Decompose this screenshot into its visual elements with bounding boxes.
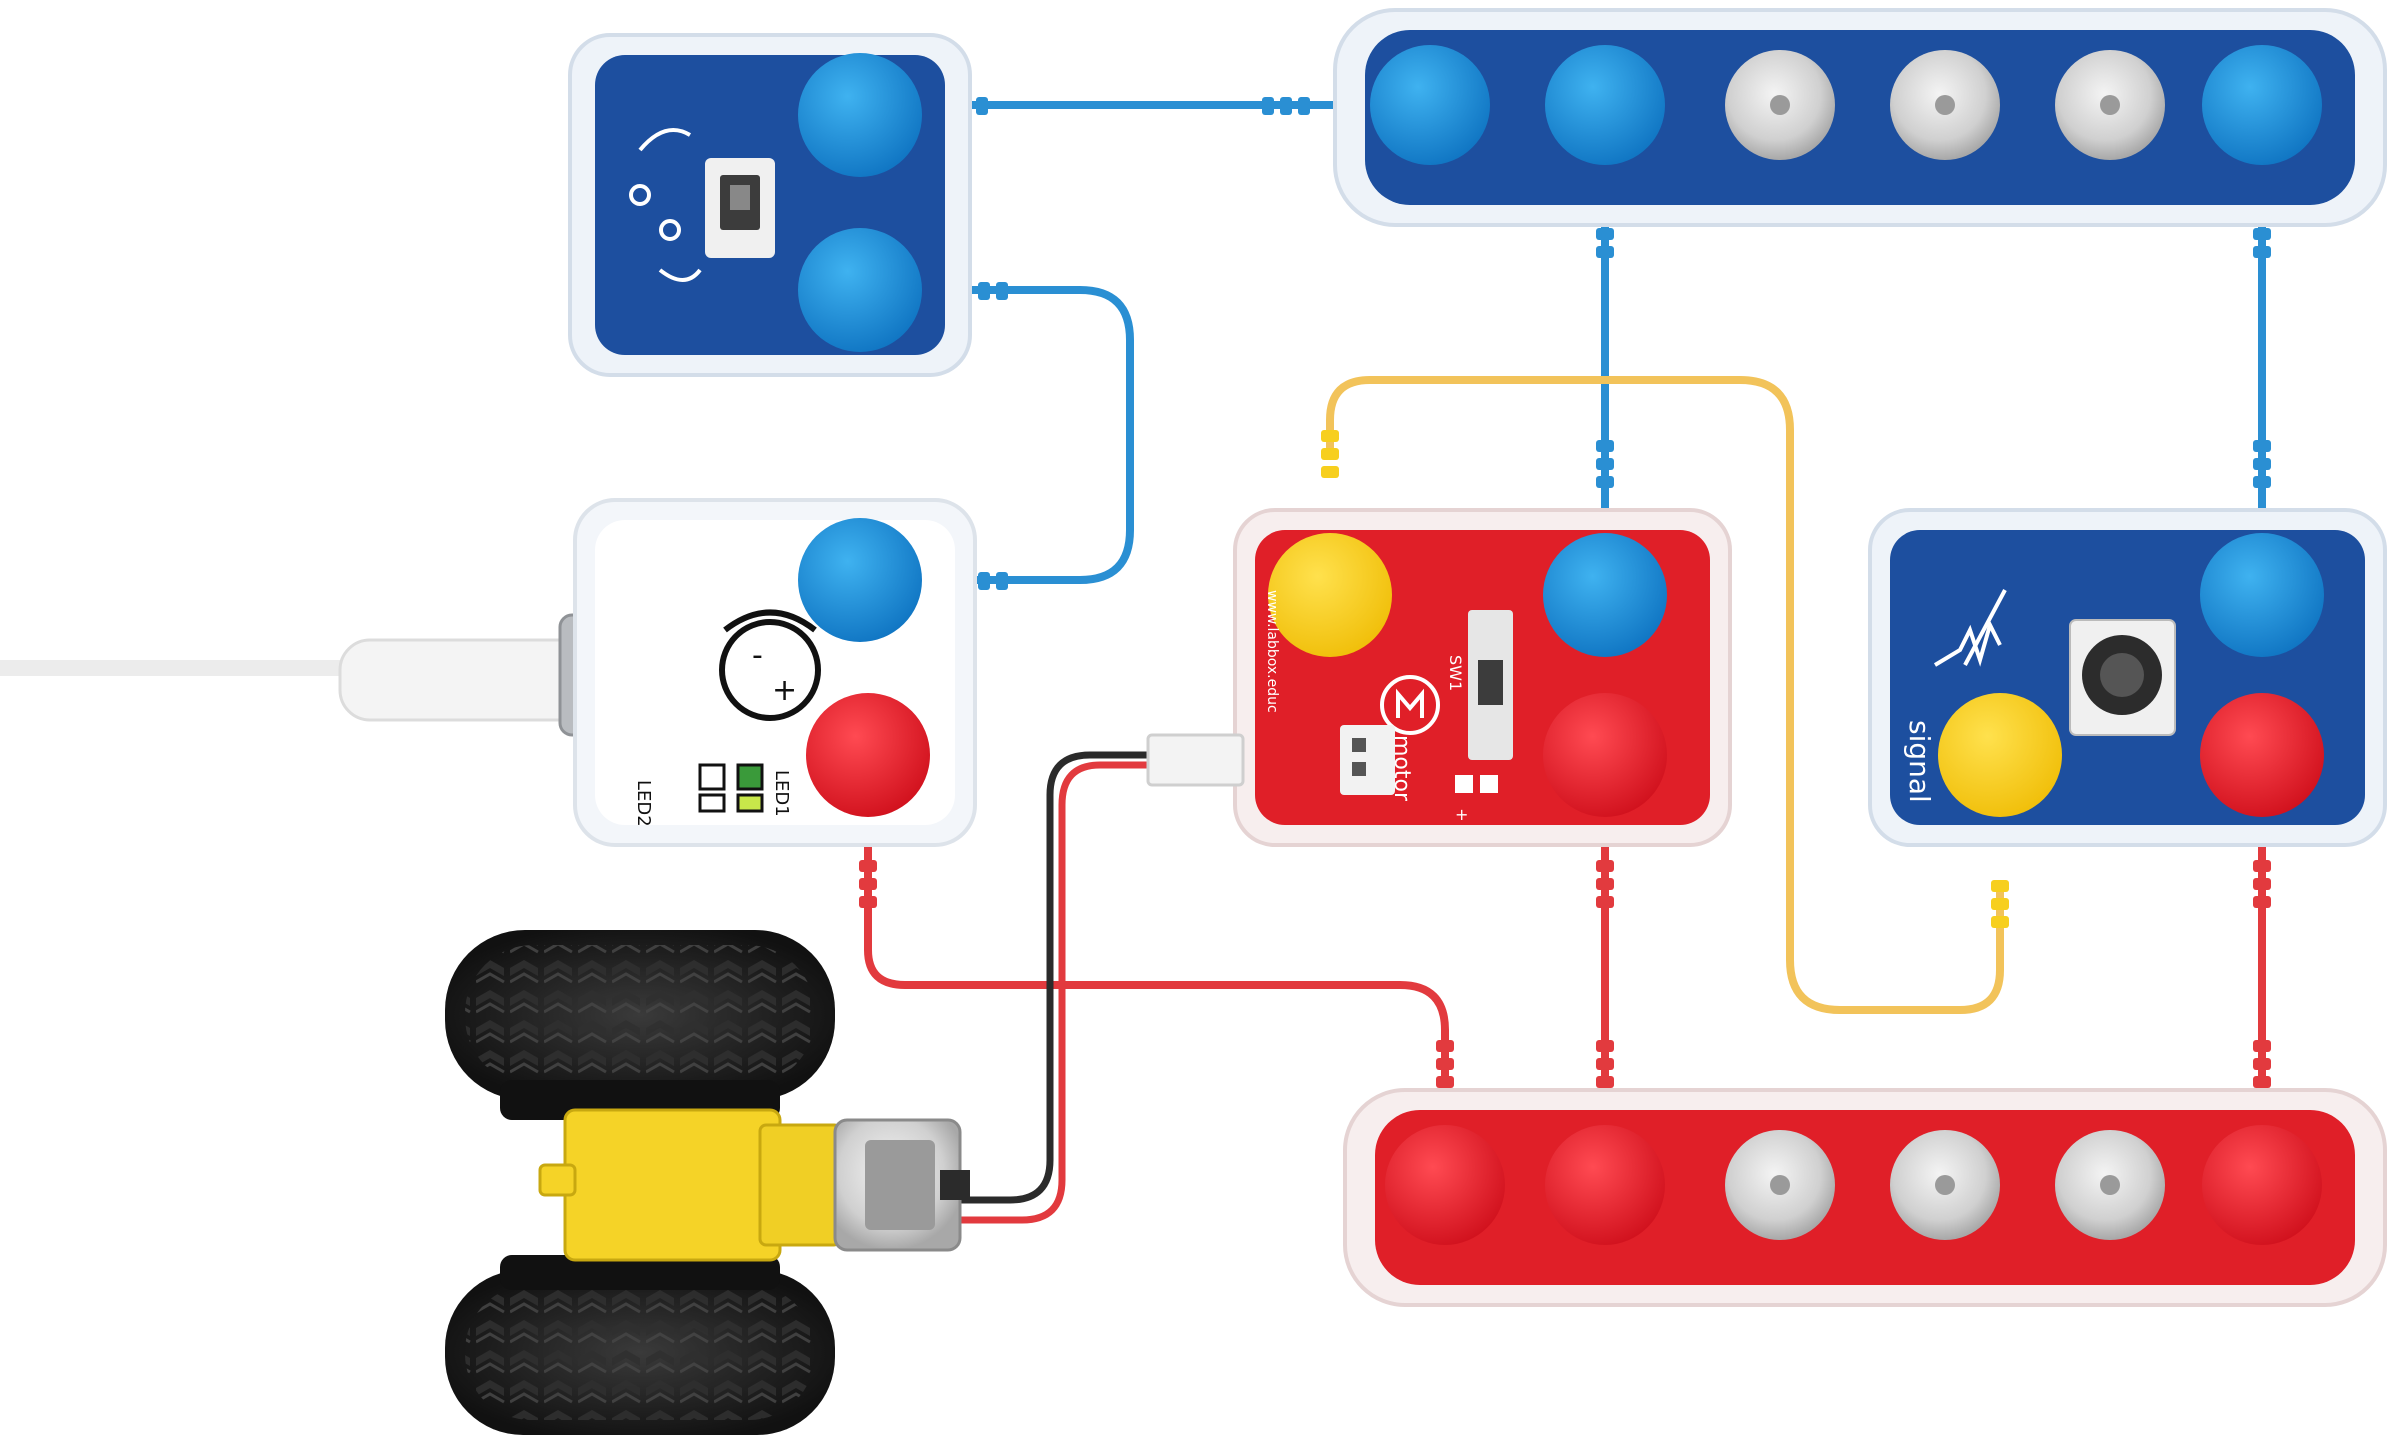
blue-negative-rail — [1333, 8, 2387, 227]
battery-face-icon — [719, 609, 821, 721]
svg-text:signal: signal — [1903, 720, 1936, 803]
wire-blue-switch-to-power — [930, 286, 1134, 584]
switch-blue-pad-top — [798, 53, 922, 177]
pot-yellow-pad — [1938, 693, 2062, 817]
switch-blue-pad-bottom — [798, 228, 922, 352]
svg-text:LED1: LED1 — [771, 770, 792, 817]
svg-text:-: - — [752, 638, 763, 673]
motor-blue-pad — [1543, 533, 1667, 657]
svg-text:SW1: SW1 — [1446, 655, 1465, 691]
switch-module — [568, 33, 972, 377]
power-red-pad — [806, 693, 930, 817]
rail-blue-pad-1 — [1370, 45, 1490, 165]
svg-text:motor: motor — [1389, 735, 1414, 802]
led-indicator-icon — [698, 763, 764, 813]
potentiometer-icon — [1933, 589, 2007, 667]
potentiometer-module: signal — [1868, 508, 2387, 847]
wheel-icon — [445, 930, 970, 1435]
motor-module: motor SW1 www.labbox.educ + — [1146, 508, 1732, 847]
power-blue-pad — [798, 518, 922, 642]
wire-motor-cable-red — [950, 761, 1150, 1224]
svg-text:+: + — [1455, 805, 1468, 824]
wire-motor-cable-black — [950, 751, 1150, 1204]
rail-red-pad-2 — [1545, 1125, 1665, 1245]
wire-red-power-to-rail — [864, 820, 1449, 1080]
red-positive-rail — [1343, 1088, 2387, 1307]
svg-text:+: + — [772, 673, 797, 708]
motor-red-pad — [1543, 693, 1667, 817]
svg-text:www.labbox.educ: www.labbox.educ — [1264, 590, 1280, 713]
motor-yellow-pad — [1268, 533, 1392, 657]
switch-icon — [629, 128, 702, 282]
svg-text:LED2: LED2 — [633, 780, 654, 827]
motor-icon — [1380, 675, 1440, 735]
pot-blue-pad — [2200, 533, 2324, 657]
rail-blue-pad-2 — [1545, 45, 1665, 165]
power-module: - + LED2 LED1 — [573, 498, 977, 847]
pot-red-pad — [2200, 693, 2324, 817]
wire-yellow-signal — [1326, 376, 2004, 1014]
rail-red-pad-1 — [1385, 1125, 1505, 1245]
rail-blue-pad-3 — [2202, 45, 2322, 165]
rail-red-pad-3 — [2202, 1125, 2322, 1245]
